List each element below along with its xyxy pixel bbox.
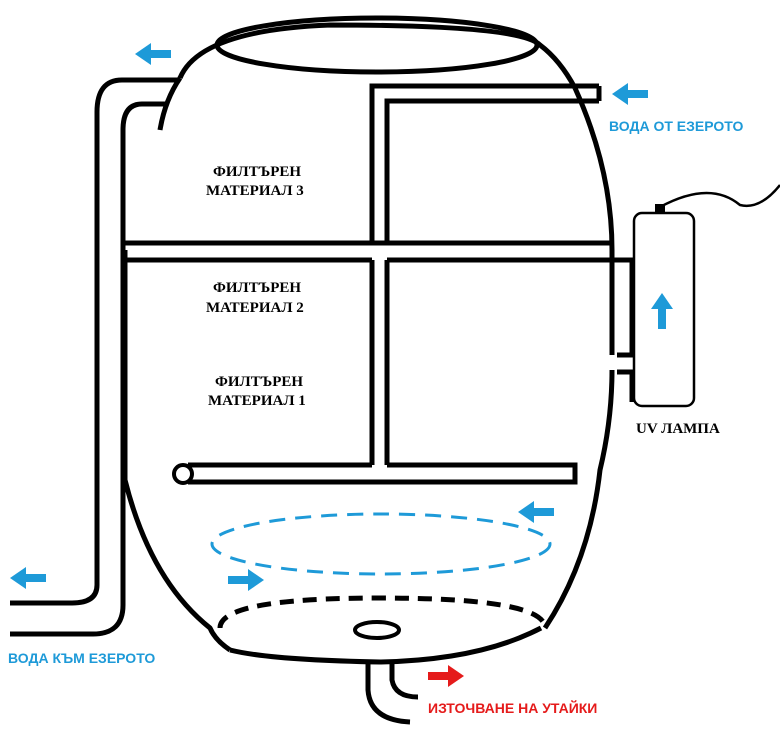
arrow-left-icon — [135, 43, 171, 65]
lid-opening — [214, 15, 540, 75]
water-in-label: ВОДА ОТ ЕЗЕРОТО — [609, 118, 743, 134]
filter-2-label-line2: МАТЕРИАЛ 2 — [206, 300, 304, 316]
filter-plates — [123, 240, 635, 402]
inlet-pipe — [369, 83, 602, 465]
drain-label: ИЗТОЧВАНЕ НА УТАЙКИ — [428, 699, 597, 716]
outlet-pipe — [10, 77, 180, 637]
arrow-left-icon — [518, 501, 554, 523]
filter-1-label-line1: ФИЛТЪРЕН — [215, 374, 303, 390]
arrow-right-icon — [428, 665, 464, 687]
arrow-left-icon — [612, 83, 648, 105]
filter-2-label-line1: ФИЛТЪРЕН — [213, 280, 301, 296]
arrow-left-icon — [10, 567, 46, 589]
filter-3-label-line2: МАТЕРИАЛ 3 — [206, 183, 304, 199]
uv-lamp — [632, 184, 780, 408]
drain-hole — [353, 620, 401, 640]
arrow-right-icon — [228, 569, 264, 591]
drain-pipe — [365, 662, 419, 725]
water-out-label: ВОДА КЪМ ЕЗЕРОТО — [8, 650, 155, 666]
filter-1-label-line2: МАТЕРИАЛ 1 — [208, 393, 306, 409]
swirl-flow — [210, 512, 552, 576]
barrel-base-dashed — [217, 595, 548, 629]
spray-bar — [188, 462, 578, 485]
barrel-body — [122, 22, 615, 665]
uv-lamp-label: UV ЛАМПА — [636, 421, 720, 437]
spray-bar-end-cap — [172, 463, 194, 485]
filter-3-label-line1: ФИЛТЪРЕН — [213, 164, 301, 180]
